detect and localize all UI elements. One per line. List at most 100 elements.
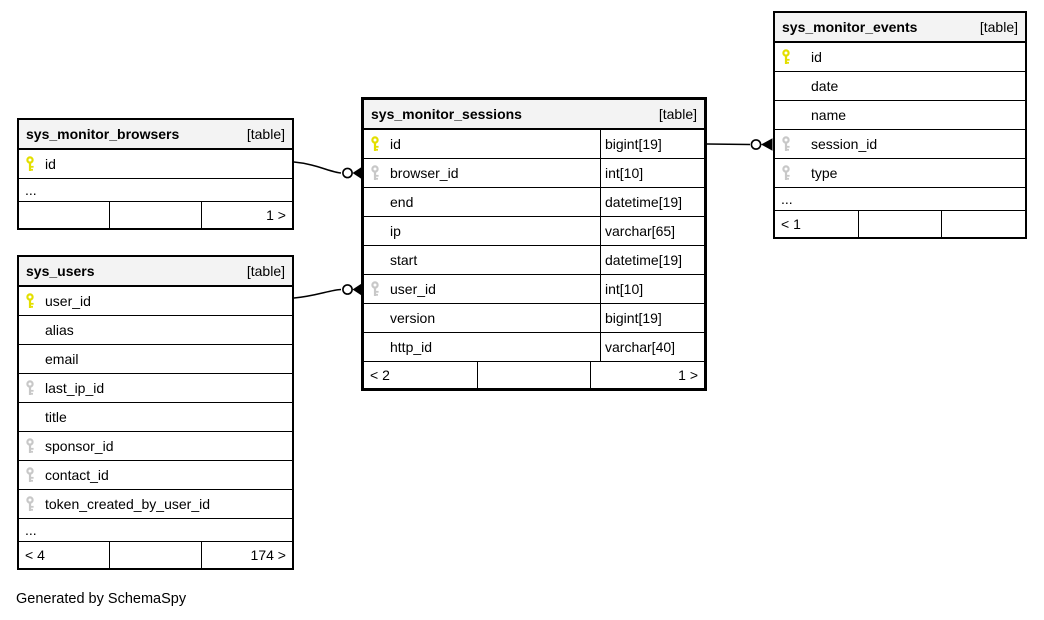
connector-browsers-to-sessions [293, 161, 362, 180]
footer-cell-left: < 4 [25, 547, 45, 563]
foreign-key-icon [19, 438, 43, 454]
column-name: sponsor_id [45, 438, 114, 454]
column-type: varchar[40] [600, 333, 704, 361]
primary-key-icon [364, 136, 388, 152]
column-type: int[10] [600, 159, 704, 187]
column-type: datetime[19] [600, 188, 704, 216]
column-row: id bigint[19] [364, 130, 704, 159]
footer-cell-mid [476, 362, 591, 388]
table-name: sys_monitor_events [782, 19, 918, 35]
column-row: ip varchar[65] [364, 217, 704, 246]
footer-cell-right: 174 > [200, 542, 292, 568]
column-type: int[10] [600, 275, 704, 303]
column-row: token_created_by_user_id [19, 490, 292, 519]
table-sys-monitor-sessions[interactable]: sys_monitor_sessions [table] id bigint[1… [361, 97, 707, 391]
footer-cell-right [941, 211, 1025, 237]
ellipsis-row: ... [775, 188, 1025, 211]
column-name: title [45, 409, 67, 425]
column-name: type [811, 165, 838, 181]
column-row: date [775, 72, 1025, 101]
table-name: sys_monitor_sessions [371, 106, 522, 122]
column-name: name [811, 107, 847, 123]
table-header: sys_users [table] [19, 257, 292, 287]
column-name: id [390, 136, 401, 152]
column-name: version [390, 310, 436, 326]
column-row: version bigint[19] [364, 304, 704, 333]
column-type: bigint[19] [600, 130, 704, 158]
column-name: alias [45, 322, 74, 338]
table-footer: < 1 [775, 211, 1025, 237]
foreign-key-icon [19, 496, 43, 512]
column-name: token_created_by_user_id [45, 496, 211, 512]
column-name: user_id [390, 281, 436, 297]
column-name: id [45, 156, 56, 172]
table-header: sys_monitor_browsers [table] [19, 120, 292, 150]
table-footer: 1 > [19, 202, 292, 228]
table-sys-users[interactable]: sys_users [table] user_id alias email [17, 255, 294, 570]
footer-cell-left [19, 202, 109, 228]
column-row: last_ip_id [19, 374, 292, 403]
generated-by-note: Generated by SchemaSpy [16, 591, 187, 607]
column-name: ip [390, 223, 401, 239]
table-tag: [table] [658, 106, 697, 122]
column-row: id [775, 43, 1025, 72]
table-name: sys_monitor_browsers [26, 126, 180, 142]
column-row: title [19, 403, 292, 432]
column-row: user_id [19, 287, 292, 316]
column-name: end [390, 194, 414, 210]
column-name: email [45, 351, 79, 367]
foreign-key-icon [19, 380, 43, 396]
column-name: session_id [811, 136, 878, 152]
foreign-key-icon [364, 281, 388, 297]
column-name: date [811, 78, 839, 94]
footer-cell-left: < 1 [781, 216, 801, 232]
column-row: alias [19, 316, 292, 345]
table-tag: [table] [246, 126, 285, 142]
column-row: user_id int[10] [364, 275, 704, 304]
column-type: varchar[65] [600, 217, 704, 245]
column-row: session_id [775, 130, 1025, 159]
primary-key-icon [775, 49, 799, 65]
footer-cell-left: < 2 [370, 367, 390, 383]
column-row: browser_id int[10] [364, 159, 704, 188]
foreign-key-icon [775, 136, 799, 152]
column-name: browser_id [390, 165, 459, 181]
column-row: http_id varchar[40] [364, 333, 704, 362]
column-row: id [19, 150, 292, 179]
column-name: last_ip_id [45, 380, 105, 396]
foreign-key-icon [364, 165, 388, 181]
table-tag: [table] [246, 263, 285, 279]
connector-sessions-to-events [706, 138, 773, 151]
foreign-key-icon [775, 165, 799, 181]
primary-key-icon [19, 293, 43, 309]
column-name: user_id [45, 293, 91, 309]
column-row: contact_id [19, 461, 292, 490]
table-name: sys_users [26, 263, 95, 279]
footer-cell-right: 1 > [200, 202, 292, 228]
table-tag: [table] [979, 19, 1018, 35]
column-row: type [775, 159, 1025, 188]
table-footer: < 4 174 > [19, 542, 292, 568]
table-sys-monitor-events[interactable]: sys_monitor_events [table] id date name [773, 11, 1027, 239]
footer-cell-mid [109, 542, 200, 568]
footer-cell-right: 1 > [590, 362, 704, 388]
column-type: bigint[19] [600, 304, 704, 332]
column-row: email [19, 345, 292, 374]
ellipsis-row: ... [19, 179, 292, 202]
table-header: sys_monitor_sessions [table] [364, 100, 704, 130]
column-row: start datetime[19] [364, 246, 704, 275]
connector-users-to-sessions [293, 283, 362, 299]
primary-key-icon [19, 156, 43, 172]
table-header: sys_monitor_events [table] [775, 13, 1025, 43]
foreign-key-icon [19, 467, 43, 483]
column-type: datetime[19] [600, 246, 704, 274]
column-name: id [811, 49, 822, 65]
footer-cell-mid [857, 211, 942, 237]
column-name: http_id [390, 339, 433, 355]
column-name: start [390, 252, 418, 268]
column-row: name [775, 101, 1025, 130]
column-row: sponsor_id [19, 432, 292, 461]
column-row: end datetime[19] [364, 188, 704, 217]
table-sys-monitor-browsers[interactable]: sys_monitor_browsers [table] id ... 1 > [17, 118, 294, 230]
